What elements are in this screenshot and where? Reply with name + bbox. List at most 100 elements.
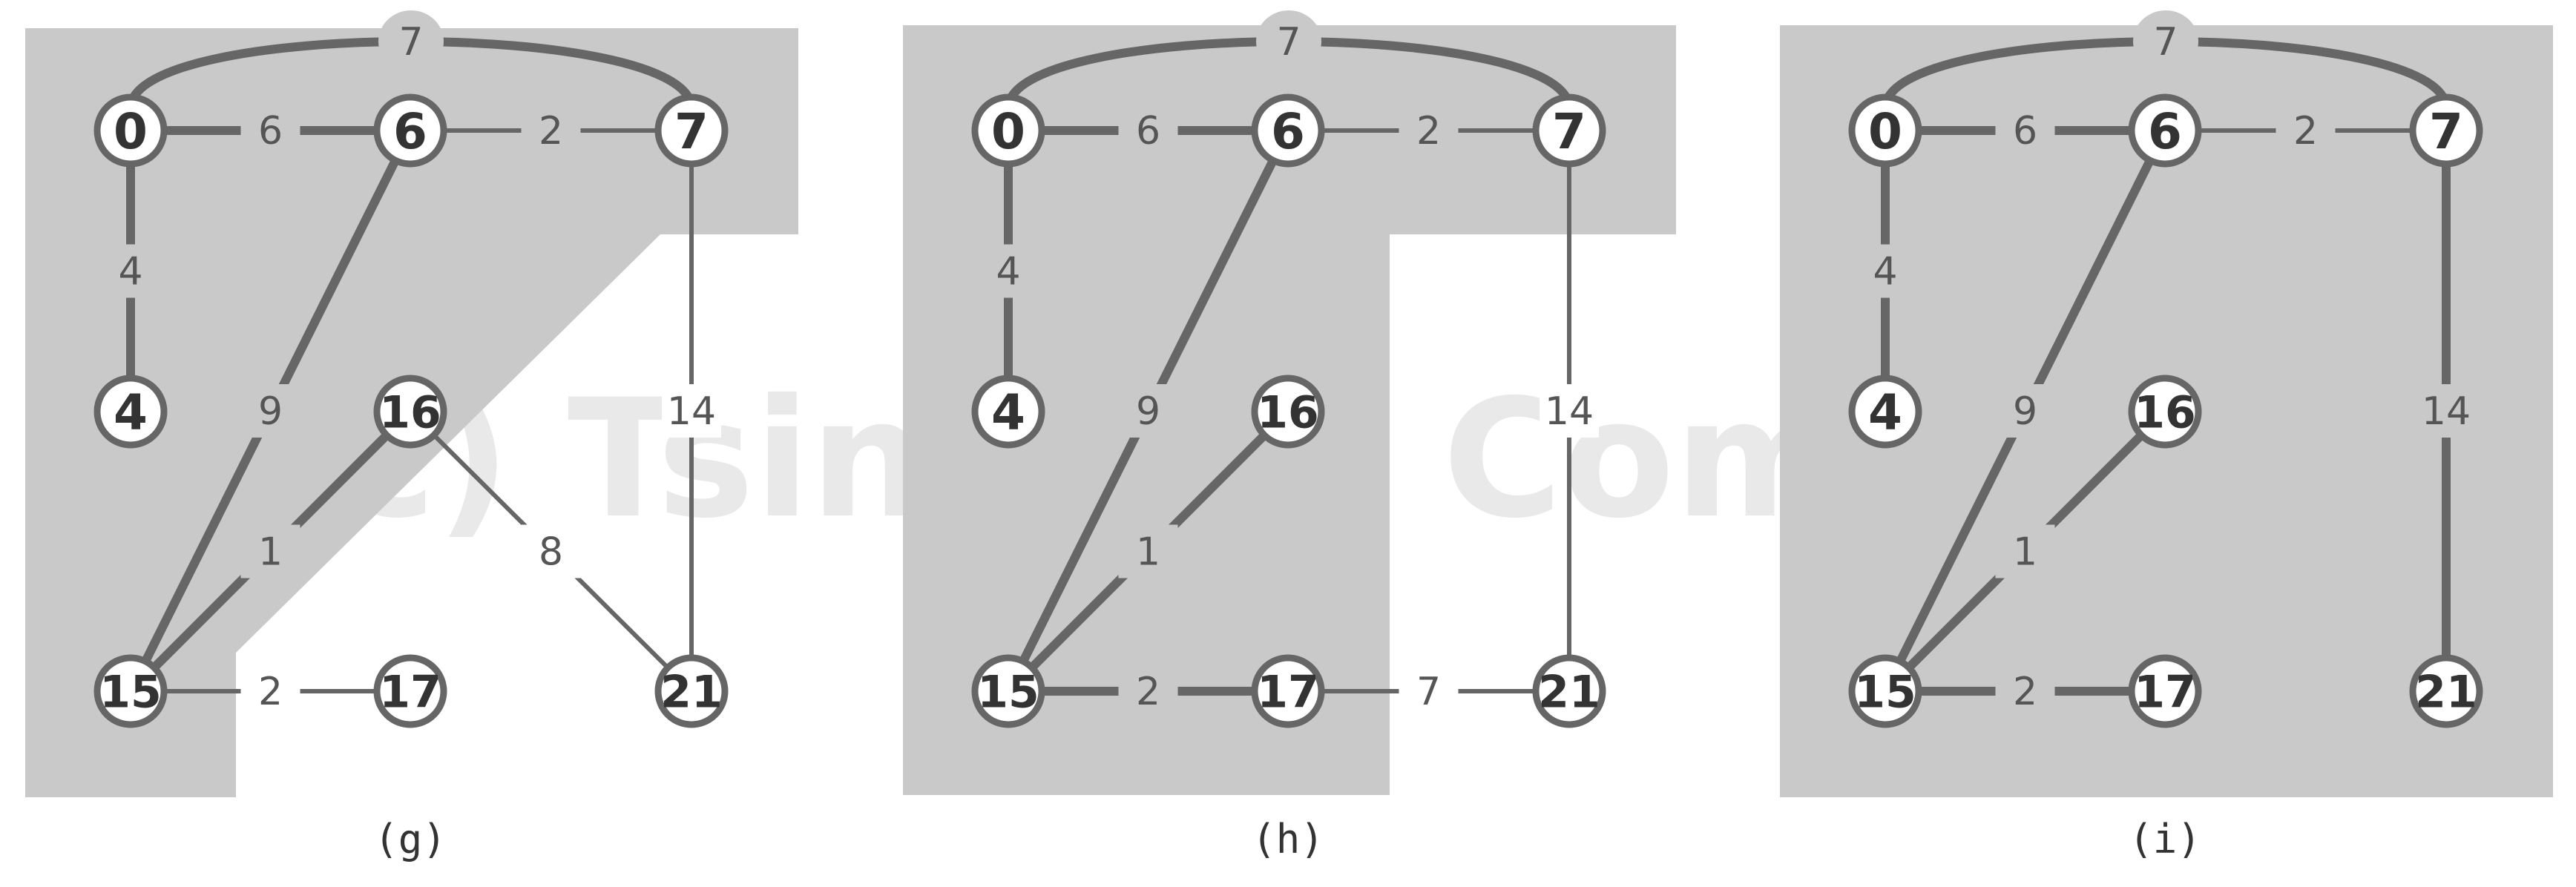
node-16: 16 [1251,375,1325,449]
node-4: 4 [1848,375,1922,449]
node-label: 4 [991,384,1025,441]
edge-weight-label: 1 [258,530,283,575]
node-label: 16 [1257,387,1319,439]
node-circle [93,93,168,168]
node-circle [1251,375,1325,449]
node-15: 15 [1848,654,1922,728]
edge-weight-label: 6 [1136,109,1160,154]
node-circle [373,654,447,728]
panel-caption: (i) [2129,816,2201,863]
node-label: 17 [1257,667,1319,719]
edge-weight-label: 7 [2153,20,2178,65]
edge-label-bg [662,384,721,438]
edge-label-bg [1399,665,1459,718]
edge-weight-label: 2 [1136,670,1160,714]
edge-label-bg [1256,10,1321,73]
edge-label-bg [1995,384,2055,438]
node-15: 15 [971,654,1045,728]
node-label: 15 [1854,667,1916,719]
node-0: 0 [971,93,1045,168]
node-label: 16 [2134,387,2196,439]
edge-label-bg [240,384,300,438]
edge-weight-label: 6 [2013,109,2037,154]
edge-weight-label: 14 [667,389,716,434]
node-4: 4 [971,375,1045,449]
node-21: 21 [654,654,729,728]
node-label: 4 [114,384,148,441]
edge-weight-label: 1 [2013,530,2037,575]
node-circle [373,375,447,449]
edge-label-bg [1118,665,1178,718]
edge-weight-label: 2 [2293,109,2318,154]
node-0: 0 [93,93,168,168]
node-21: 21 [2409,654,2483,728]
edge-label-bg [1856,244,1915,298]
node-circle [971,654,1045,728]
edge-label-bg [979,244,1038,298]
edge-weight-label: 7 [1276,20,1301,65]
node-6: 6 [2128,93,2202,168]
edge-weight-label: 2 [258,670,283,714]
edge-label-bg [2276,104,2336,157]
node-circle [2128,93,2202,168]
edge-label-bg [240,524,300,578]
panel-caption: (h) [1252,816,1324,863]
edge-weight-label: 9 [258,389,283,434]
edge-label-bg [240,665,300,718]
node-circle [1848,93,1922,168]
edge-weight-label: 14 [2422,389,2471,434]
node-circle [1251,654,1325,728]
node-label: 0 [991,103,1025,160]
node-16: 16 [373,375,447,449]
edge-label-bg [1995,665,2055,718]
node-circle [1532,93,1606,168]
node-label: 6 [2148,103,2182,160]
edge-label-bg [1995,104,2055,157]
edge-label-bg [1540,384,1599,438]
node-label: 0 [1868,103,1902,160]
node-circle [654,654,729,728]
edge-label-bg [101,244,160,298]
node-label: 21 [1538,667,1600,719]
node-7: 7 [654,93,729,168]
node-label: 21 [2415,667,2477,719]
node-17: 17 [373,654,447,728]
node-circle [1848,375,1922,449]
edge-weight-label: 4 [996,250,1020,294]
node-label: 0 [114,103,148,160]
node-label: 15 [977,667,1039,719]
node-circle [2128,375,2202,449]
node-label: 21 [660,667,723,719]
node-label: 7 [1552,103,1586,160]
node-4: 4 [93,375,168,449]
node-label: 15 [99,667,162,719]
node-17: 17 [1251,654,1325,728]
node-15: 15 [93,654,168,728]
node-label: 7 [674,103,709,160]
edge-weight-label: 4 [1873,250,1897,294]
node-circle [93,654,168,728]
node-0: 0 [1848,93,1922,168]
edge-label-bg [521,524,581,578]
node-label: 4 [1868,384,1902,441]
edge-weight-label: 7 [398,20,423,65]
node-21: 21 [1532,654,1606,728]
edge-weight-label: 2 [1416,109,1441,154]
node-circle [2409,654,2483,728]
edge-weight-label: 4 [118,250,142,294]
edge-weight-label: 9 [2013,389,2037,434]
node-label: 16 [379,387,441,439]
edge-label-bg [1995,524,2055,578]
node-label: 17 [2134,667,2196,719]
edge-weight-label: 1 [1136,530,1160,575]
edge-label-bg [378,10,444,73]
node-label: 6 [393,103,427,160]
node-circle [971,375,1045,449]
node-circle [1848,654,1922,728]
node-circle [2409,93,2483,168]
edge-label-bg [1118,384,1178,438]
node-circle [2128,654,2202,728]
node-label: 7 [2429,103,2463,160]
